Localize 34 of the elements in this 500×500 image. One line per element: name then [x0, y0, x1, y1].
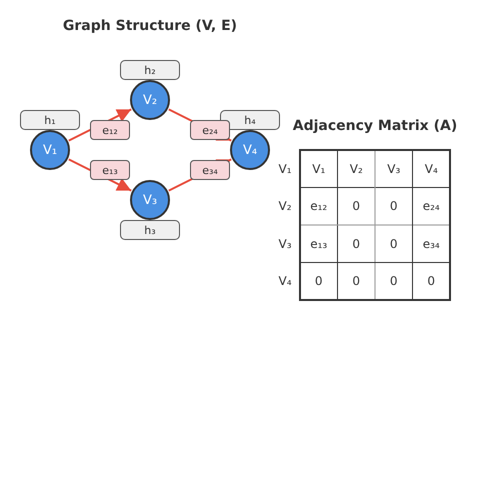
- matrix-value: 0: [388, 273, 399, 290]
- matrix-value: 0: [426, 273, 436, 290]
- matrix-value: e₁₂: [309, 198, 328, 216]
- matrix-value: 0: [351, 198, 362, 216]
- hidden-state-box: h₃: [120, 220, 180, 240]
- edge-label: e₃₄: [190, 160, 230, 180]
- edge-label: e₂₄: [190, 120, 230, 140]
- row-header: V₄: [277, 273, 293, 290]
- matrix-value: 0: [314, 273, 324, 290]
- row-header: V₃: [277, 236, 293, 253]
- matrix-value: 0: [351, 236, 362, 253]
- matrix-value: 0: [351, 273, 362, 290]
- vertex-circle: V₄: [230, 130, 270, 170]
- vertex-circle: V₁: [30, 130, 70, 170]
- matrix-value: V₁: [311, 160, 326, 178]
- hidden-state-box: h₁: [20, 110, 80, 130]
- matrix-value: 0: [388, 236, 399, 253]
- matrix-title: Adjacency Matrix (A): [292, 117, 458, 136]
- matrix-value: V₂: [348, 160, 364, 178]
- diagram-title: Graph Structure (V, E): [62, 17, 238, 36]
- row-header: V₁: [277, 160, 293, 178]
- vertex-circle: V₃: [130, 180, 170, 220]
- row-header: V₂: [277, 198, 293, 216]
- matrix-value: V₄: [424, 160, 439, 178]
- edge-label: e₁₃: [90, 160, 130, 180]
- hidden-state-box: h₄: [220, 110, 280, 130]
- matrix-value: e₁₃: [309, 236, 328, 253]
- matrix-value: V₃: [386, 160, 402, 178]
- hidden-state-box: h₂: [120, 60, 180, 80]
- matrix-value: e₃₄: [422, 236, 441, 253]
- matrix-value: e₂₄: [422, 198, 441, 216]
- edge-label: e₁₂: [90, 120, 130, 140]
- matrix-value: 0: [388, 198, 399, 216]
- vertex-circle: V₂: [130, 80, 170, 120]
